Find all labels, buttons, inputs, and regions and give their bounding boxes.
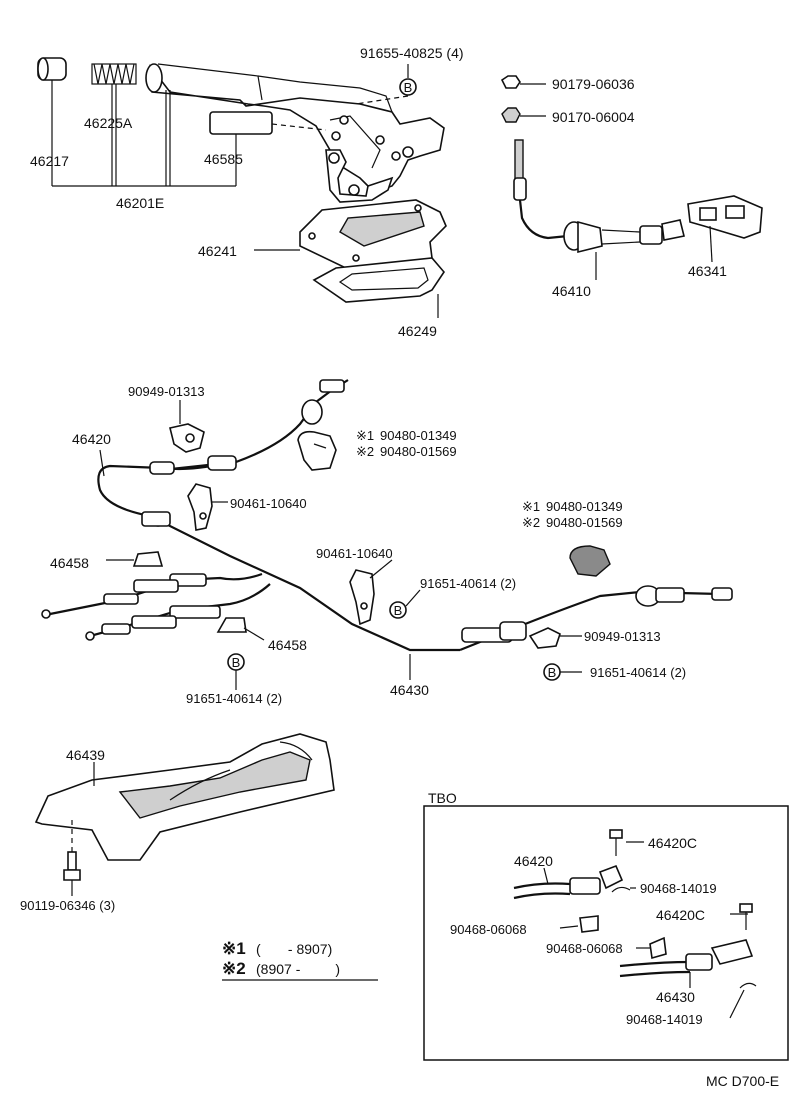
label-46430: 46430 <box>390 682 429 698</box>
label-91651-40614-a: 91651-40614 (2) <box>420 576 516 591</box>
tbo-inset-frame <box>423 805 789 1061</box>
label-46585: 46585 <box>204 151 243 167</box>
label-90480-01349-a: 90480-01349 <box>380 428 457 443</box>
label-46341: 46341 <box>688 263 727 279</box>
tbo-title: TBO <box>428 790 457 806</box>
equalizer-46341-part <box>687 195 763 239</box>
label-tbo-46420: 46420 <box>514 853 553 869</box>
legend-note1-mark: ※1 <box>222 939 246 958</box>
label-90468-14019-b: 90468-14019 <box>626 1012 703 1027</box>
label-90170-06004: 90170-06004 <box>552 109 635 125</box>
b-marker-label: B <box>404 80 413 95</box>
label-46458-a: 46458 <box>50 555 89 571</box>
part-number-labels: 91655-40825 (4) 90179-06036 90170-06004 … <box>20 45 727 1027</box>
label-90119-06346: 90119-06346 (3) <box>20 898 115 913</box>
label-90480-01569-a: 90480-01569 <box>380 444 457 459</box>
note1-mark-a: ※1 <box>356 428 374 443</box>
label-46410: 46410 <box>552 283 591 299</box>
label-46439: 46439 <box>66 747 105 763</box>
lever-46201e-part <box>145 63 445 203</box>
label-46217: 46217 <box>30 153 69 169</box>
label-46241: 46241 <box>198 243 237 259</box>
label-90461-10640-b: 90461-10640 <box>316 546 393 561</box>
note2-mark-b: ※2 <box>522 515 540 530</box>
date-legend: ※1 ( - 8907) ※2 (8907 - ) <box>222 939 378 981</box>
b-marker-label: B <box>548 665 557 680</box>
bolt-90119-part <box>63 851 81 881</box>
front-cable-46410-group <box>500 75 763 280</box>
label-90468-14019-a: 90468-14019 <box>640 881 717 896</box>
tbo-inset-group <box>423 805 789 1061</box>
note1-mark-b: ※1 <box>522 499 540 514</box>
label-46420c-a: 46420C <box>648 835 697 851</box>
pad-46585-part <box>209 111 327 135</box>
label-90949-01313-bot: 90949-01313 <box>584 629 661 644</box>
label-91651-40614-c: 91651-40614 (2) <box>186 691 282 706</box>
spring-46225a-part <box>91 63 137 85</box>
legend-note1-text: ( - 8907) <box>256 941 332 957</box>
boot-and-plate-group <box>254 199 447 318</box>
label-90468-06068-b: 90468-06068 <box>546 941 623 956</box>
legend-note2-text: (8907 - ) <box>256 961 340 977</box>
label-90480-01569-b: 90480-01569 <box>546 515 623 530</box>
label-90949-01313-top: 90949-01313 <box>128 384 205 399</box>
label-46201e: 46201E <box>116 195 164 211</box>
label-46420: 46420 <box>72 431 111 447</box>
label-90480-01349-b: 90480-01349 <box>546 499 623 514</box>
label-90461-10640-a: 90461-10640 <box>230 496 307 511</box>
label-91651-40614-b: 91651-40614 (2) <box>590 665 686 680</box>
label-tbo-46430: 46430 <box>656 989 695 1005</box>
bushing-46217-part <box>37 57 67 81</box>
b-marker-label: B <box>394 603 403 618</box>
label-46225a: 46225A <box>84 115 133 131</box>
diagram-code: MC D700-E <box>706 1073 779 1089</box>
label-46249: 46249 <box>398 323 437 339</box>
label-46420c-b: 46420C <box>656 907 705 923</box>
label-90468-06068-a: 90468-06068 <box>450 922 527 937</box>
legend-note2-mark: ※2 <box>222 959 246 978</box>
lever-assembly-group: B <box>37 57 445 203</box>
bolt-91655-marker: B <box>355 64 417 105</box>
label-90179-06036: 90179-06036 <box>552 76 635 92</box>
note2-mark-a: ※2 <box>356 444 374 459</box>
heat-shield-46439-group <box>34 733 335 896</box>
label-91655-40825: 91655-40825 (4) <box>360 45 464 61</box>
label-46458-b: 46458 <box>268 637 307 653</box>
rear-cables-group: B B B <box>41 379 733 690</box>
nut-90170-part <box>501 107 521 123</box>
b-marker-label: B <box>232 655 241 670</box>
nut-90179-part <box>500 75 521 89</box>
